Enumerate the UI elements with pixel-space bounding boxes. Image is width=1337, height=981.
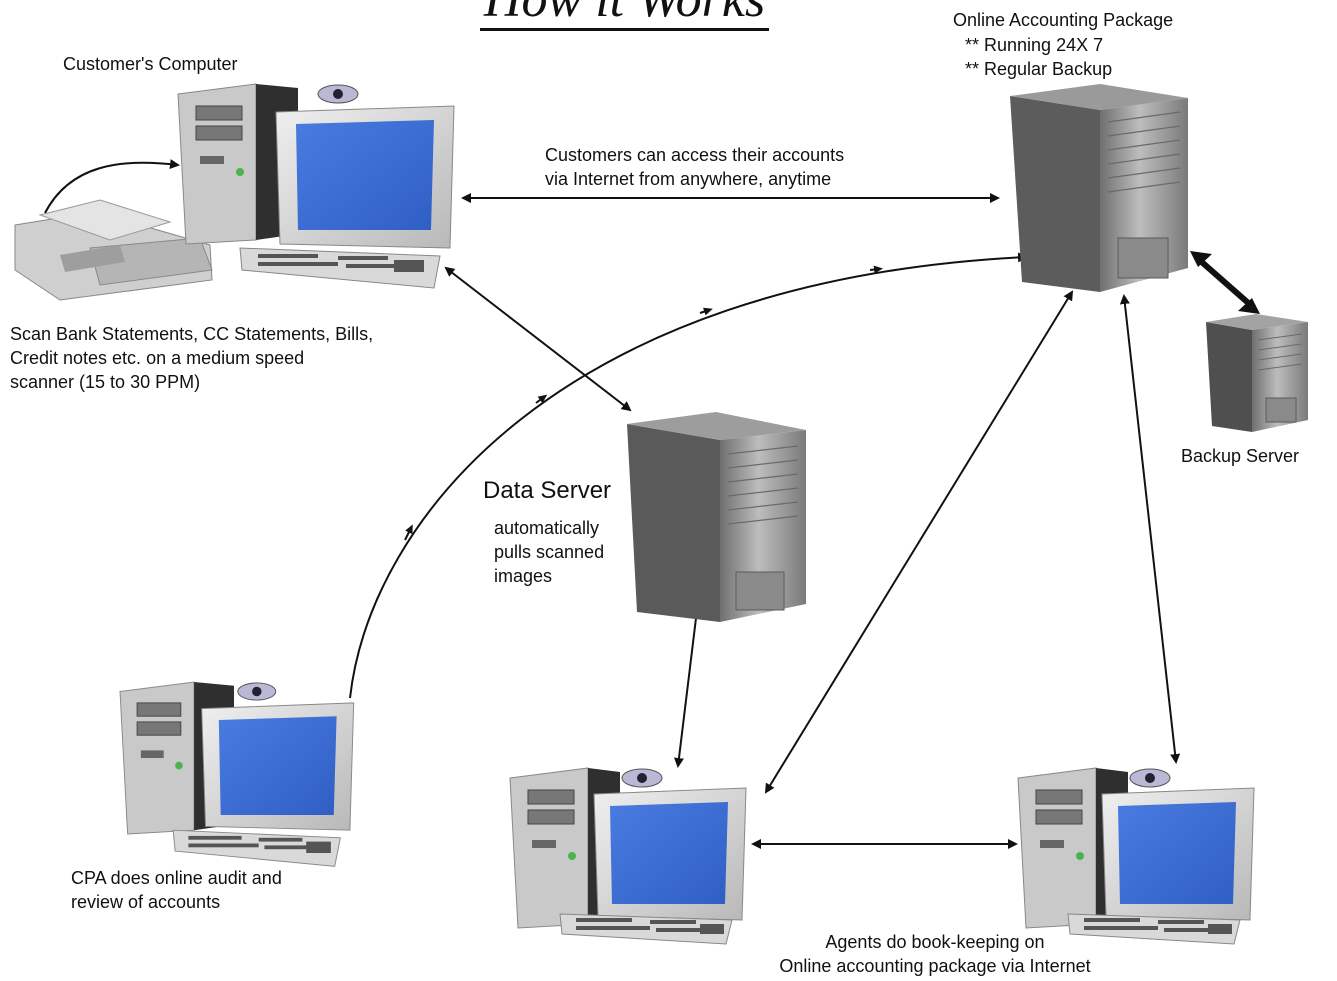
online-package-label: Online Accounting Package — [953, 10, 1174, 30]
agents-note: Agents do book-keeping on Online account… — [779, 932, 1091, 976]
arrow-agent2-online — [1119, 294, 1181, 764]
data-server-label: Data Server — [483, 477, 612, 504]
arrow-online-backup — [1194, 254, 1256, 311]
cpa-mid-arrow-3 — [699, 307, 713, 316]
cpa-mid-arrow-4 — [869, 265, 883, 274]
online-server-icon — [1010, 84, 1188, 292]
arrow-online-backup-head2 — [1238, 298, 1260, 314]
regular-backup-label: ** Regular Backup — [965, 59, 1113, 79]
backup-server-icon — [1206, 314, 1308, 432]
cpa-computer-icon — [119, 681, 355, 867]
customer-computer-label: Customer's Computer — [63, 54, 238, 74]
agent-computer-icon — [509, 767, 747, 945]
arrow-online-backup-head1 — [1190, 251, 1212, 267]
backup-server-label: Backup Server — [1181, 446, 1300, 466]
data-server-note: automatically pulls scanned images — [494, 518, 605, 586]
diagram-title: How it Works — [480, 0, 770, 31]
data-server-icon — [627, 412, 806, 622]
scanner-icon — [14, 199, 213, 301]
customer-computer-icon — [177, 83, 455, 289]
agent2-computer-icon — [1017, 767, 1255, 945]
cpa-mid-arrow-1 — [404, 524, 413, 541]
access-note: Customers can access their accounts via … — [545, 145, 845, 189]
arrow-scanner-computer — [44, 159, 180, 214]
arrow-cpa-online — [349, 252, 1028, 699]
cpa-note: CPA does online audit and review of acco… — [71, 868, 282, 912]
arrow-agent-online — [764, 290, 1074, 794]
scan-note: Scan Bank Statements, CC Statements, Bil… — [10, 324, 374, 392]
cpa-mid-arrow-2 — [535, 394, 548, 404]
arrow-customer-dataserver — [444, 266, 632, 412]
arrow-agent-dataserver — [674, 608, 701, 768]
running-label: ** Running 24X 7 — [965, 35, 1104, 55]
